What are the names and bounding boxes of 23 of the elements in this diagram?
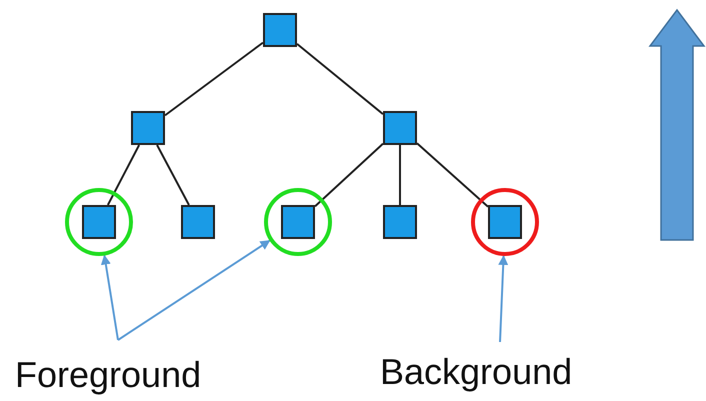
tree-branch-line — [416, 142, 489, 208]
node-square — [131, 111, 165, 145]
node-square — [181, 205, 215, 239]
highlight-circle — [471, 188, 539, 256]
leader-arrow — [498, 254, 508, 342]
highlight-circle — [65, 188, 133, 256]
tree-branch-line — [399, 145, 401, 205]
caption-label: Foreground — [15, 355, 202, 395]
node-square — [383, 205, 417, 239]
node-square — [82, 205, 116, 239]
highlight-circle — [264, 188, 332, 256]
tree-branch-line — [156, 144, 190, 206]
tree-branch-line — [164, 42, 264, 116]
tree-branch-line — [296, 43, 384, 115]
node-square — [281, 205, 315, 239]
tree-branch-line — [106, 144, 140, 206]
node-square — [488, 205, 522, 239]
caption-label: Background — [380, 352, 572, 392]
leader-arrow — [117, 240, 270, 341]
tree-branch-line — [314, 142, 384, 208]
leader-arrow — [100, 254, 119, 340]
node-square — [263, 13, 297, 47]
node-square — [383, 111, 417, 145]
